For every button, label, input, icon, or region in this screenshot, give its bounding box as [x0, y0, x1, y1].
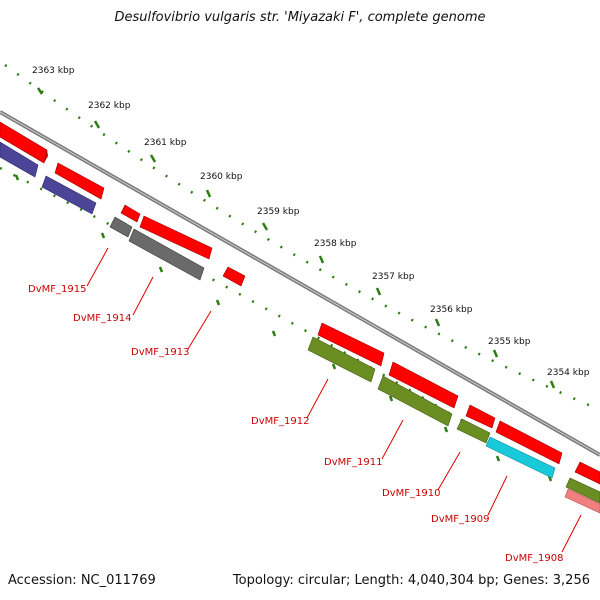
scale-label-2354: 2354 kbp [547, 368, 590, 378]
scale-label-2357: 2357 kbp [372, 272, 415, 282]
cds-arrow [54, 162, 105, 200]
cds-arrow [222, 266, 246, 287]
gene-bar-grey [109, 216, 133, 238]
gene-label-dvmf-1913: DvMF_1913 [131, 347, 189, 358]
scale-label-2362: 2362 kbp [88, 101, 131, 111]
gene-bar-olive [456, 418, 491, 444]
inner-major-ticks [14, 174, 553, 482]
gene-track [0, 141, 600, 514]
gene-label-dvmf-1911: DvMF_1911 [324, 457, 382, 468]
cds-arrow [388, 361, 459, 409]
scale-label-2356: 2356 kbp [430, 305, 473, 315]
cds-arrow [465, 404, 496, 429]
scale-label-2360: 2360 kbp [200, 172, 243, 182]
gene-label-dvmf-1908: DvMF_1908 [505, 553, 563, 564]
gene-bar-purple [41, 175, 97, 215]
scale-label-2355: 2355 kbp [488, 337, 531, 347]
gene-label-leaders [86, 247, 582, 553]
gene-label-dvmf-1912: DvMF_1912 [251, 416, 309, 427]
gene-bar-olive [307, 336, 376, 383]
gene-bar-olive [565, 477, 600, 504]
scale-label-2359: 2359 kbp [257, 207, 300, 217]
cds-arrow [495, 420, 563, 465]
gene-bar-pink [564, 488, 600, 514]
gene-label-dvmf-1910: DvMF_1910 [382, 488, 440, 499]
cds-arrow [317, 322, 385, 367]
cds-arrow [139, 215, 213, 260]
scale-label-2358: 2358 kbp [314, 239, 357, 249]
cds-arrow [574, 461, 600, 485]
genome-summary-text: Topology: circular; Length: 4,040,304 bp… [232, 573, 590, 588]
gene-label-dvmf-1914: DvMF_1914 [73, 313, 131, 324]
gene-bar-olive [377, 375, 453, 427]
cds-track [0, 121, 600, 485]
gene-bar-grey [128, 228, 205, 281]
outer-scale-ring [4, 63, 600, 412]
gene-bar-cyan [485, 436, 556, 479]
gene-label-dvmf-1915: DvMF_1915 [28, 284, 86, 295]
gene-bar-purple [0, 141, 39, 178]
scale-label-2361: 2361 kbp [144, 138, 187, 148]
accession-text: Accession: NC_011769 [8, 573, 156, 588]
gene-label-dvmf-1909: DvMF_1909 [431, 514, 489, 525]
scale-label-2363: 2363 kbp [32, 66, 75, 76]
outer-major-ticks [36, 87, 556, 389]
cds-arrow [120, 204, 141, 223]
map-title: Desulfovibrio vulgaris str. 'Miyazaki F'… [114, 10, 486, 25]
